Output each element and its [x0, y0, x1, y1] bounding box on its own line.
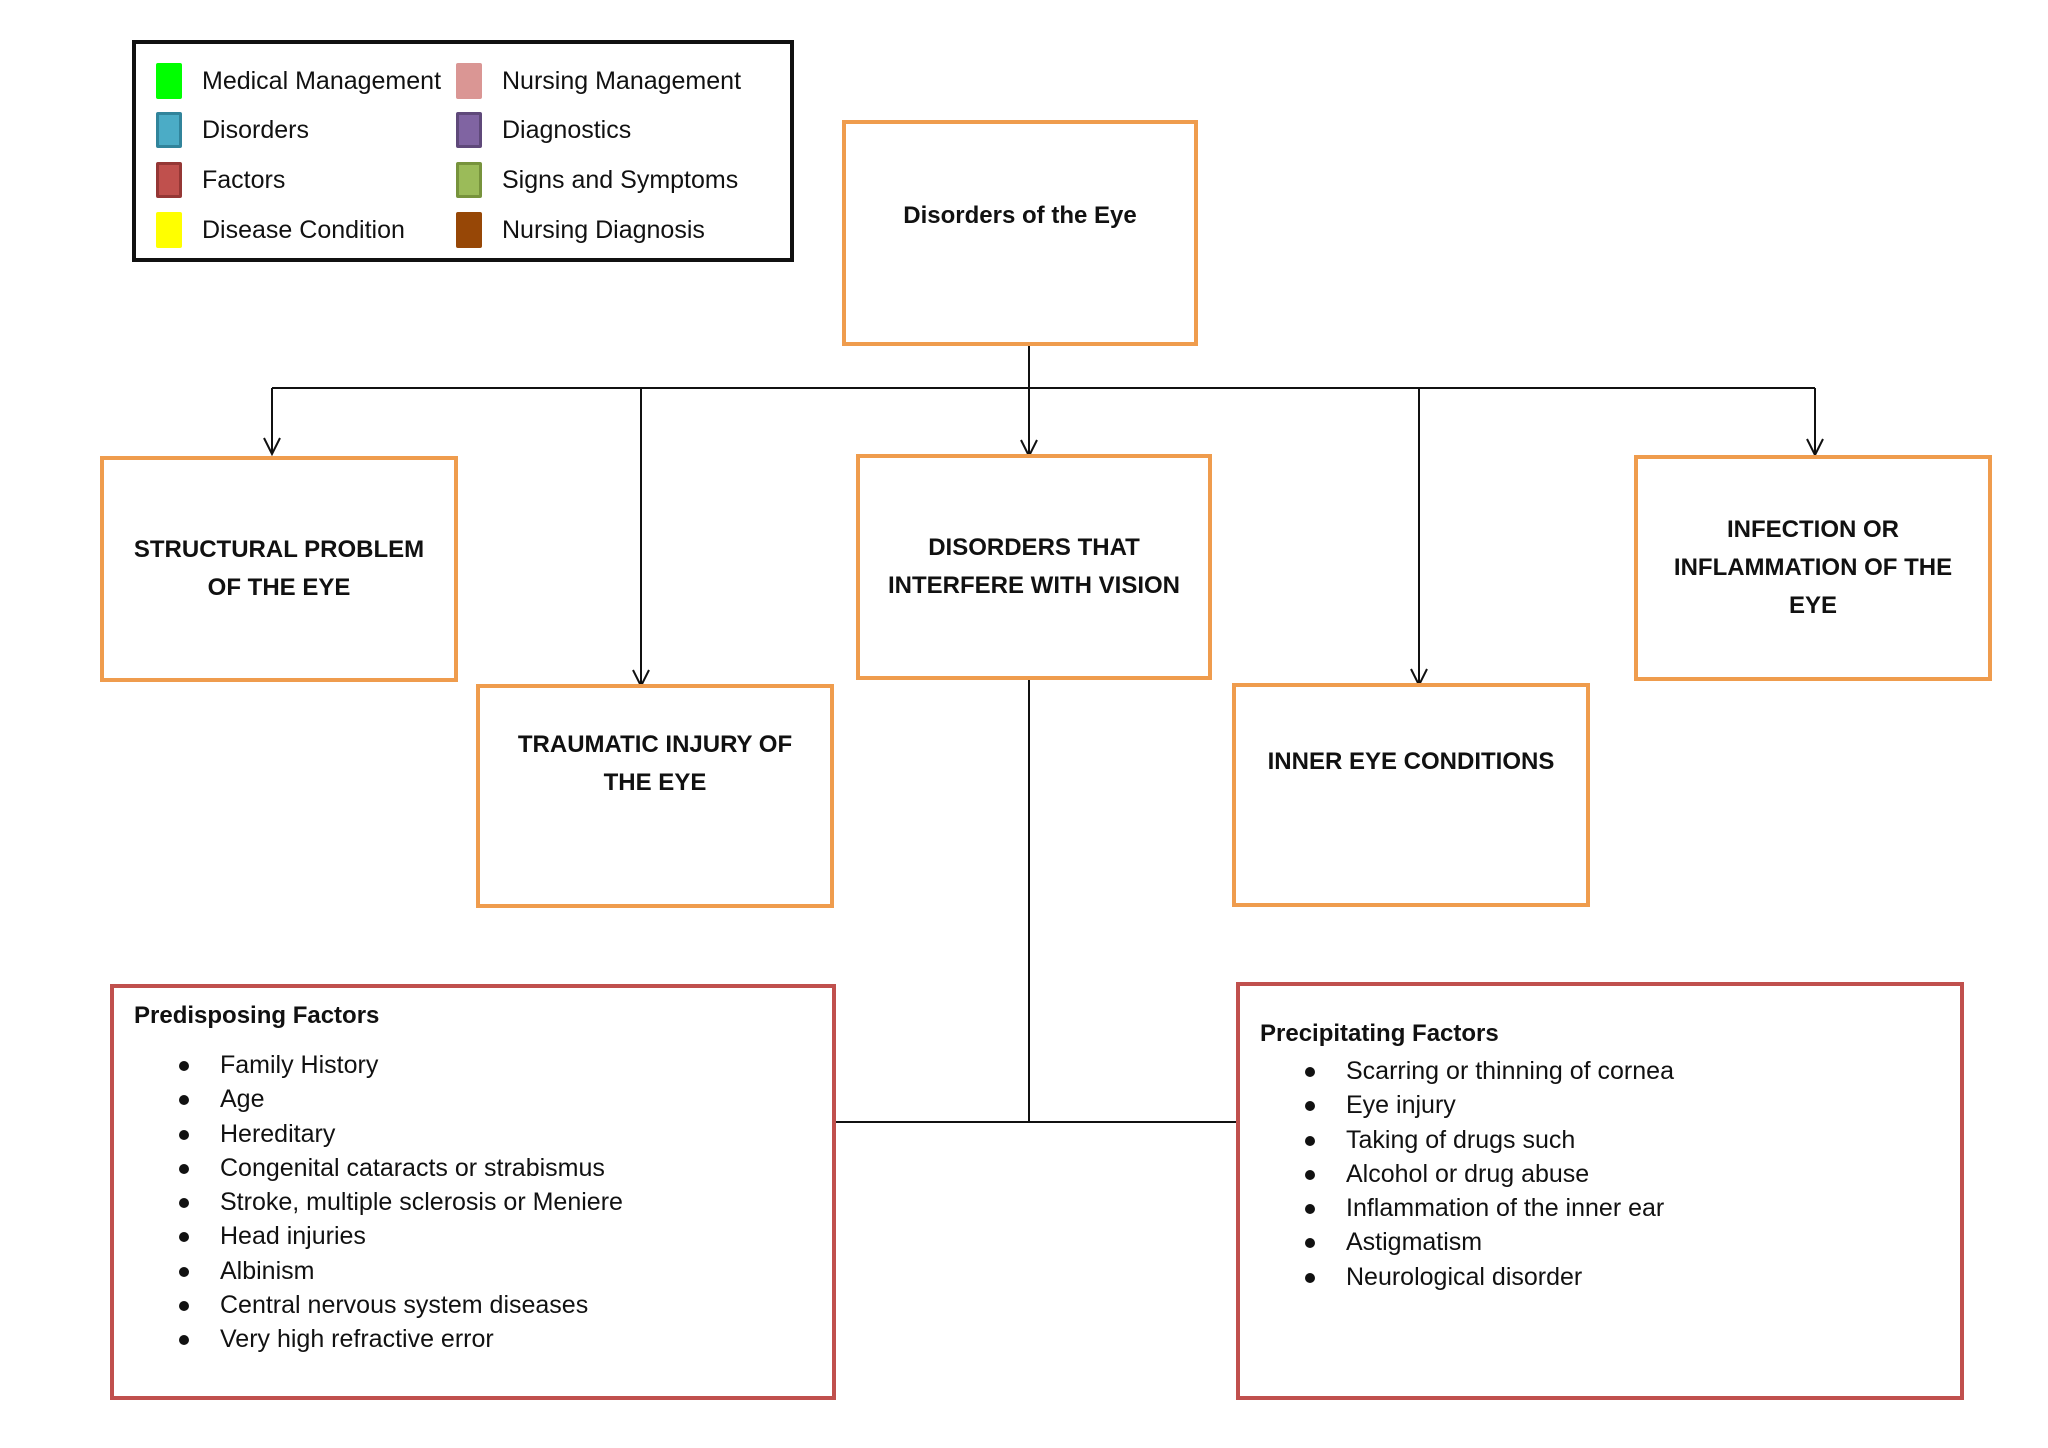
legend-swatch	[456, 63, 482, 99]
list-item: Neurological disorder	[1260, 1260, 1940, 1294]
legend-item-nursing-management: Nursing Management	[456, 63, 741, 99]
root-node-disorders-of-the-eye: Disorders of the Eye	[842, 120, 1198, 346]
category-infection-or-inflammation: INFECTION OR INFLAMMATION OF THE EYE	[1634, 455, 1992, 681]
root-node-label: Disorders of the Eye	[903, 202, 1137, 229]
legend-label: Medical Management	[202, 66, 442, 95]
legend-label: Factors	[202, 165, 286, 194]
precipitating-factors-box: Precipitating Factors Scarring or thinni…	[1236, 982, 1964, 1400]
legend-swatch	[156, 63, 182, 99]
list-item: Stroke, multiple sclerosis or Meniere	[134, 1185, 812, 1219]
list-item: Hereditary	[134, 1117, 812, 1151]
precipitating-factors-title: Precipitating Factors	[1260, 1020, 1499, 1047]
legend-swatch	[456, 212, 482, 248]
legend-item-medical-management: Medical Management	[156, 63, 441, 99]
legend-label: Diagnostics	[502, 115, 632, 144]
category-label: STRUCTURAL PROBLEM OF THE EYE	[133, 536, 425, 601]
legend-label: Disorders	[202, 115, 309, 144]
predisposing-factors-box: Predisposing Factors Family History Age …	[110, 984, 836, 1400]
category-traumatic-injury: TRAUMATIC INJURY OF THE EYE	[476, 684, 834, 908]
list-item: Family History	[134, 1048, 812, 1082]
legend-item-disorders: Disorders	[156, 112, 309, 148]
category-label: INFECTION OR INFLAMMATION OF THE EYE	[1673, 516, 1953, 619]
legend-item-disease-condition: Disease Condition	[156, 212, 405, 248]
legend-item-diagnostics: Diagnostics	[456, 112, 631, 148]
legend: Medical Management Disorders Factors Dis…	[132, 40, 794, 262]
list-item: Alcohol or drug abuse	[1260, 1157, 1940, 1191]
list-item: Taking of drugs such	[1260, 1123, 1940, 1157]
category-structural-problem: STRUCTURAL PROBLEM OF THE EYE	[100, 456, 458, 682]
legend-item-nursing-diagnosis: Nursing Diagnosis	[456, 212, 705, 248]
list-item: Inflammation of the inner ear	[1260, 1191, 1940, 1225]
category-label: TRAUMATIC INJURY OF THE EYE	[517, 731, 793, 796]
predisposing-factors-title: Predisposing Factors	[134, 1002, 380, 1029]
list-item: Scarring or thinning of cornea	[1260, 1054, 1940, 1088]
precipitating-factors-list: Scarring or thinning of cornea Eye injur…	[1260, 1054, 1940, 1294]
category-disorders-interfere-with-vision: DISORDERS THAT INTERFERE WITH VISION	[856, 454, 1212, 680]
legend-label: Signs and Symptoms	[502, 165, 739, 194]
predisposing-factors-list: Family History Age Hereditary Congenital…	[134, 1048, 812, 1357]
legend-label: Nursing Management	[502, 66, 742, 95]
legend-item-signs-and-symptoms: Signs and Symptoms	[456, 162, 738, 198]
legend-item-factors: Factors	[156, 162, 285, 198]
list-item: Very high refractive error	[134, 1322, 812, 1356]
legend-swatch	[456, 112, 482, 148]
list-item: Eye injury	[1260, 1088, 1940, 1122]
list-item: Albinism	[134, 1254, 812, 1288]
category-label: DISORDERS THAT INTERFERE WITH VISION	[887, 534, 1180, 599]
legend-swatch	[156, 162, 182, 198]
list-item: Astigmatism	[1260, 1225, 1940, 1259]
list-item: Congenital cataracts or strabismus	[134, 1151, 812, 1185]
legend-swatch	[156, 112, 182, 148]
category-label: INNER EYE CONDITIONS	[1267, 748, 1555, 775]
list-item: Head injuries	[134, 1219, 812, 1253]
legend-swatch	[156, 212, 182, 248]
legend-label: Disease Condition	[202, 215, 405, 244]
list-item: Age	[134, 1082, 812, 1116]
legend-swatch	[456, 162, 482, 198]
list-item: Central nervous system diseases	[134, 1288, 812, 1322]
category-inner-eye-conditions: INNER EYE CONDITIONS	[1232, 683, 1590, 907]
legend-label: Nursing Diagnosis	[502, 215, 705, 244]
